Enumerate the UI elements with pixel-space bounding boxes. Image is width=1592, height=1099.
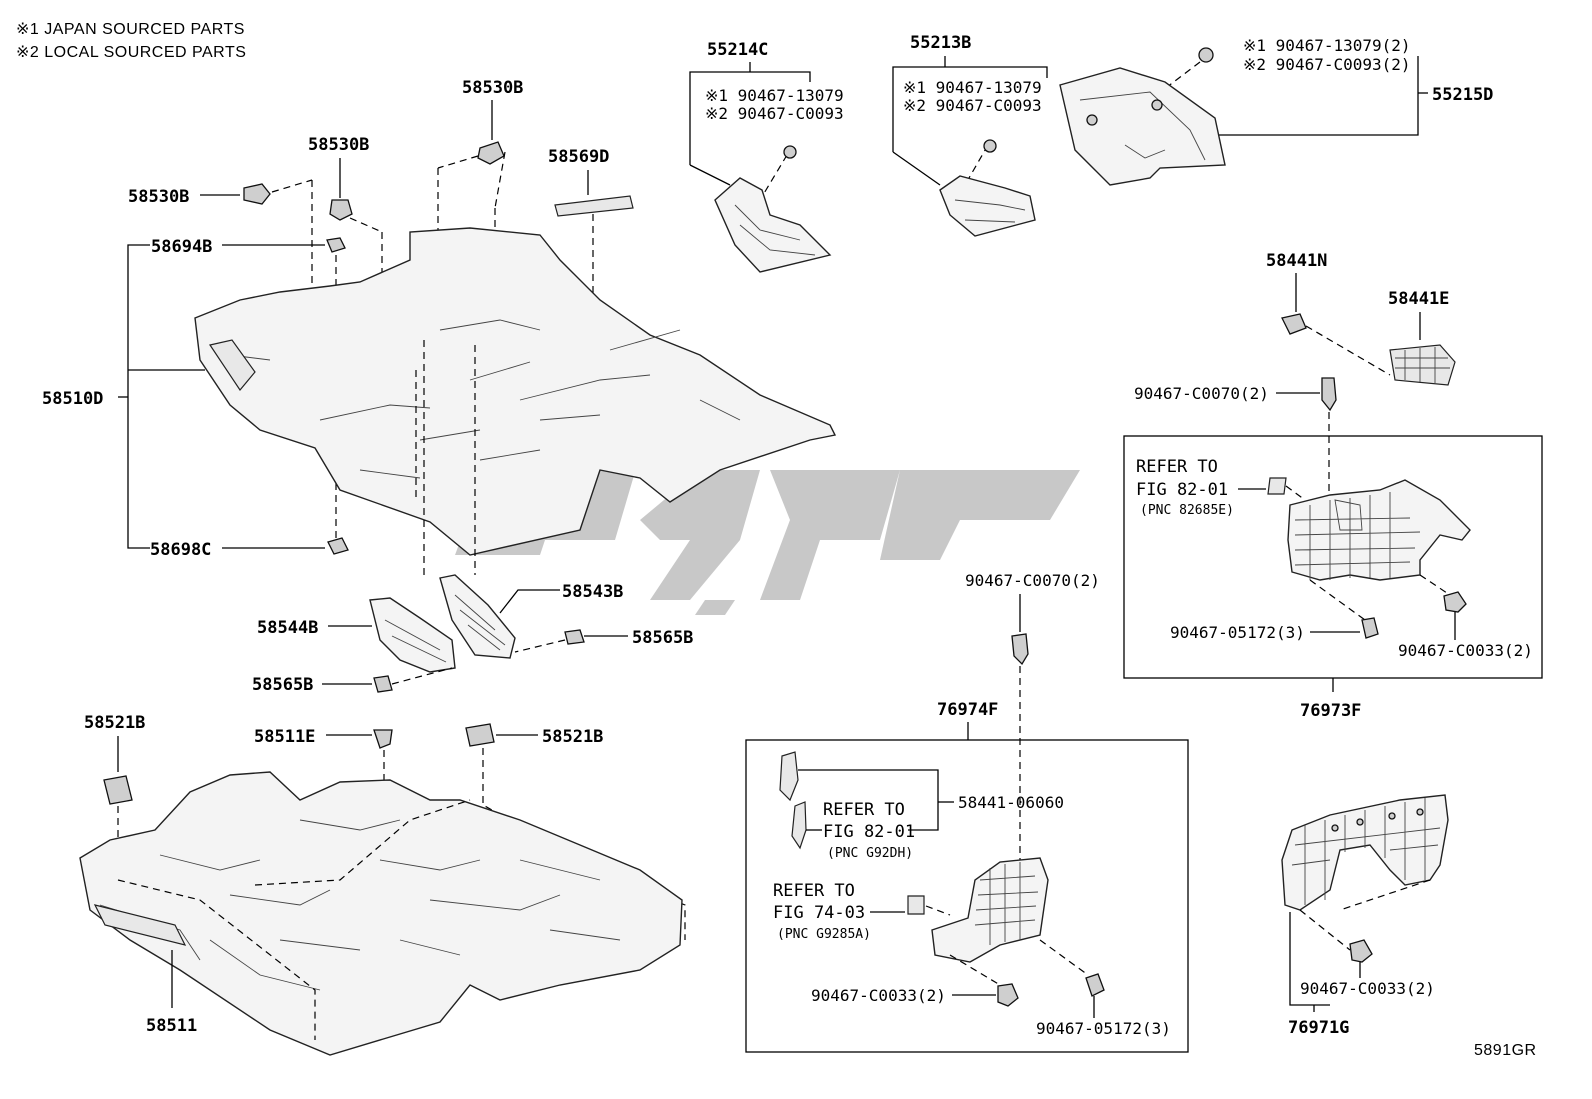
label-58510D[interactable]: 58510D <box>42 389 103 409</box>
label-58521B-left[interactable]: 58521B <box>84 713 145 733</box>
label-refer3-line1[interactable]: REFER TO <box>773 881 855 901</box>
label-58441-06060[interactable]: 58441-06060 <box>958 793 1064 812</box>
clip-icon <box>1349 939 1373 963</box>
vent-grid <box>209 339 256 392</box>
clip-icon <box>997 983 1019 1007</box>
part-76971G-group: 90467-C0033(2) 76971G <box>1281 794 1449 1038</box>
part-58441-group: 58441N 58441E 90467-C0070(2) <box>1134 251 1456 500</box>
part-58441E-shape <box>1389 344 1456 386</box>
label-58694B[interactable]: 58694B <box>151 237 212 257</box>
label-55215D-note2[interactable]: ※2 90467-C0093(2) <box>1243 55 1411 74</box>
clip-icon <box>1085 973 1105 997</box>
label-refer2-pnc: (PNC G92DH) <box>827 846 913 861</box>
label-refer1-line1[interactable]: REFER TO <box>1136 457 1218 477</box>
screw-icon <box>329 199 353 221</box>
label-refer3-pnc: (PNC G9285A) <box>777 927 871 942</box>
part-55215D-group: ※1 90467-13079(2) ※2 90467-C0093(2) 5521… <box>1059 36 1493 186</box>
label-90467-05172-upper[interactable]: 90467-05172(3) <box>1170 623 1305 642</box>
part-58543B-58544B-group: 58543B 58544B 58565B 58565B <box>252 574 693 695</box>
label-58511E[interactable]: 58511E <box>254 727 315 747</box>
label-90467-C0033-lower[interactable]: 90467-C0033(2) <box>1300 979 1435 998</box>
label-55214C[interactable]: 55214C <box>707 40 768 60</box>
part-76971G-shape <box>1281 794 1449 911</box>
part-76973F-group: REFER TO FIG 82-01 (PNC 82685E) 90467-C0… <box>1123 435 1543 721</box>
label-58530B-left[interactable]: 58530B <box>128 187 189 207</box>
label-55215D-note1[interactable]: ※1 90467-13079(2) <box>1243 36 1411 55</box>
label-55213B-note1[interactable]: ※1 90467-13079 <box>903 78 1042 97</box>
label-refer3-line2[interactable]: FIG 74-03 <box>773 903 865 923</box>
label-90467-C0070-lower[interactable]: 90467-C0070(2) <box>965 571 1100 590</box>
part-58441-06060-shape <box>779 751 799 802</box>
part-G92DH-shape <box>791 801 807 850</box>
clip-icon <box>326 237 346 253</box>
clip-icon <box>1011 633 1029 666</box>
label-90467-C0070-upper[interactable]: 90467-C0070(2) <box>1134 384 1269 403</box>
label-58569D[interactable]: 58569D <box>548 147 609 167</box>
clip-icon <box>1443 591 1467 613</box>
part-55213B-group: 55213B ※1 90467-13079 ※2 90467-C0093 <box>892 33 1048 237</box>
label-55214C-note1[interactable]: ※1 90467-13079 <box>705 86 844 105</box>
screw-icon <box>564 629 585 645</box>
part-76974F-group: 90467-C0070(2) 76974F 58441-06060 REFER … <box>745 571 1189 1053</box>
screw-icon <box>373 675 393 693</box>
label-76973F[interactable]: 76973F <box>1300 701 1361 721</box>
carpet-58511-shape <box>79 771 683 1056</box>
label-55215D[interactable]: 55215D <box>1432 85 1493 105</box>
part-G9285A-shape <box>907 895 925 915</box>
label-refer2-line1[interactable]: REFER TO <box>823 800 905 820</box>
label-58441E[interactable]: 58441E <box>1388 289 1449 309</box>
label-58530B-top[interactable]: 58530B <box>462 78 523 98</box>
label-90467-05172-box[interactable]: 90467-05172(3) <box>1036 1019 1171 1038</box>
part-76973F-shape <box>1287 479 1471 581</box>
screw-icon <box>477 141 505 165</box>
box-76974F <box>745 739 1189 1053</box>
label-refer1-pnc: (PNC 82685E) <box>1140 503 1234 518</box>
screw-icon <box>1281 313 1307 335</box>
label-76971G[interactable]: 76971G <box>1288 1018 1349 1038</box>
label-55213B[interactable]: 55213B <box>910 33 971 53</box>
clip-icon <box>103 775 133 805</box>
label-58544B[interactable]: 58544B <box>257 618 318 638</box>
label-90467-C0033-box[interactable]: 90467-C0033(2) <box>811 986 946 1005</box>
screw-icon <box>243 183 271 205</box>
part-58543B-shape <box>439 574 516 659</box>
label-58565B-right[interactable]: 58565B <box>632 628 693 648</box>
label-58698C[interactable]: 58698C <box>150 540 211 560</box>
label-58511[interactable]: 58511 <box>146 1016 197 1036</box>
part-55214C-group: 55214C ※1 90467-13079 ※2 90467-C0093 <box>689 40 844 273</box>
note-local-sourced: ※2 LOCAL SOURCED PARTS <box>16 44 246 61</box>
label-55213B-note2[interactable]: ※2 90467-C0093 <box>903 96 1042 115</box>
grid-strip <box>93 904 187 946</box>
part-58511-group: 58521B 58511E 58521B 58511 <box>79 713 686 1056</box>
label-58565B-left[interactable]: 58565B <box>252 675 313 695</box>
label-90467-C0033-upper[interactable]: 90467-C0033(2) <box>1398 641 1533 660</box>
label-refer2-line2[interactable]: FIG 82-01 <box>823 822 915 842</box>
part-58569D-shape <box>554 195 634 217</box>
clip-icon <box>1198 47 1214 63</box>
part-58510D-group: 58530B 58530B 58530B 58569D 58694B 58510… <box>42 78 837 580</box>
label-58543B[interactable]: 58543B <box>562 582 623 602</box>
note-japan-sourced: ※1 JAPAN SOURCED PARTS <box>16 21 245 38</box>
part-82685E-shape <box>1267 477 1287 495</box>
label-76974F[interactable]: 76974F <box>937 700 998 720</box>
carpet-58510D-shape <box>194 227 837 556</box>
clip-icon <box>373 729 393 749</box>
clip-icon <box>1321 377 1337 412</box>
label-58441N[interactable]: 58441N <box>1266 251 1327 271</box>
clip-icon <box>327 537 349 555</box>
clip-icon <box>465 723 495 747</box>
label-58530B-mid[interactable]: 58530B <box>308 135 369 155</box>
diagram-code: 5891GR <box>1474 1042 1537 1059</box>
label-55214C-note2[interactable]: ※2 90467-C0093 <box>705 104 844 123</box>
label-58521B-right[interactable]: 58521B <box>542 727 603 747</box>
clip-icon <box>1361 617 1379 639</box>
label-refer1-line2[interactable]: FIG 82-01 <box>1136 480 1228 500</box>
